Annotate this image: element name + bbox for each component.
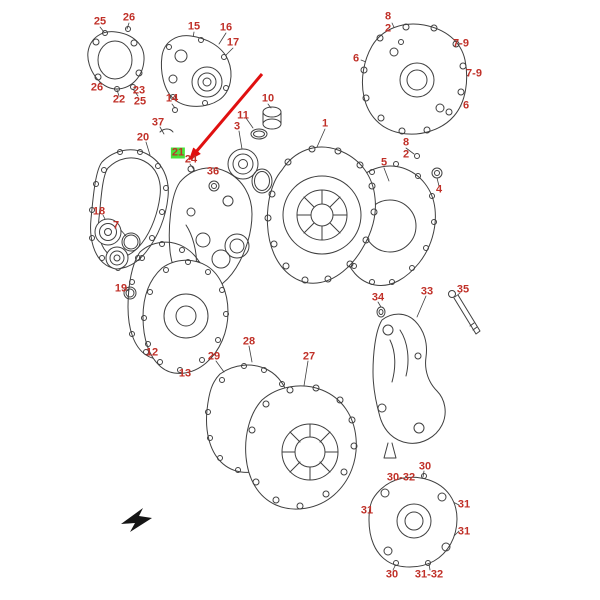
part-label-24[interactable]: 24 xyxy=(184,153,198,166)
part-label-19[interactable]: 19 xyxy=(114,282,128,295)
part-label-7-9[interactable]: 7-9 xyxy=(453,37,469,50)
part-label-8[interactable]: 8 xyxy=(402,136,410,149)
part-art-cover-30 xyxy=(368,473,458,568)
part-label-7-9[interactable]: 7-9 xyxy=(466,67,482,80)
part-label-26[interactable]: 26 xyxy=(90,81,104,94)
part-label-5[interactable]: 5 xyxy=(380,156,388,169)
part-label-30[interactable]: 30 xyxy=(418,460,432,473)
part-label-34[interactable]: 34 xyxy=(371,291,385,304)
part-label-12[interactable]: 12 xyxy=(145,346,159,359)
part-art-cover-13 xyxy=(141,259,229,374)
part-label-27[interactable]: 27 xyxy=(302,350,316,363)
part-label-6[interactable]: 6 xyxy=(462,99,470,112)
part-label-29[interactable]: 29 xyxy=(207,350,221,363)
part-art-bracket-33 xyxy=(372,290,481,459)
part-label-20[interactable]: 20 xyxy=(136,131,150,144)
part-art-gasket-20 xyxy=(89,128,174,271)
part-label-22[interactable]: 22 xyxy=(112,93,126,106)
part-label-31[interactable]: 31 xyxy=(457,525,471,538)
part-art-cap-cover-25 xyxy=(87,26,145,92)
part-label-23[interactable]: 23 xyxy=(132,84,146,97)
part-label-21[interactable]: 21 xyxy=(170,146,186,159)
part-label-31[interactable]: 31 xyxy=(360,504,374,517)
front-direction-arrow-icon xyxy=(121,508,152,532)
part-label-26[interactable]: 26 xyxy=(122,11,136,24)
part-label-30-32[interactable]: 30-32 xyxy=(386,471,416,484)
part-label-28[interactable]: 28 xyxy=(242,335,256,348)
part-label-7[interactable]: 7 xyxy=(112,219,120,232)
part-label-10[interactable]: 10 xyxy=(261,92,275,105)
part-label-31-32[interactable]: 31-32 xyxy=(414,568,444,581)
part-art-bearings-18 xyxy=(94,218,141,300)
part-art-cap-10 xyxy=(227,106,282,194)
part-label-36[interactable]: 36 xyxy=(206,165,220,178)
part-label-6[interactable]: 6 xyxy=(352,52,360,65)
part-label-25[interactable]: 25 xyxy=(93,15,107,28)
part-label-35[interactable]: 35 xyxy=(456,283,470,296)
part-label-2[interactable]: 2 xyxy=(402,148,410,161)
part-label-37[interactable]: 37 xyxy=(151,116,165,129)
part-label-18[interactable]: 18 xyxy=(92,205,106,218)
part-label-1[interactable]: 1 xyxy=(321,117,329,130)
part-label-11[interactable]: 11 xyxy=(237,109,249,122)
part-label-25[interactable]: 25 xyxy=(133,95,147,108)
part-label-14[interactable]: 14 xyxy=(165,92,179,105)
part-art-cover-6 xyxy=(360,23,468,179)
part-label-2[interactable]: 2 xyxy=(384,22,392,35)
part-label-8[interactable]: 8 xyxy=(384,10,392,23)
part-label-17[interactable]: 17 xyxy=(226,36,240,49)
part-label-13[interactable]: 13 xyxy=(178,367,192,380)
part-label-4[interactable]: 4 xyxy=(435,183,443,196)
part-label-16[interactable]: 16 xyxy=(219,21,233,34)
pointer-arrow xyxy=(188,73,264,161)
part-label-31[interactable]: 31 xyxy=(457,498,471,511)
part-label-3[interactable]: 3 xyxy=(233,120,241,133)
part-art-cover-15 xyxy=(160,35,232,113)
part-art-cover-27 xyxy=(245,384,358,510)
part-art-clutch-cover-1 xyxy=(264,145,378,284)
part-label-15[interactable]: 15 xyxy=(187,20,201,33)
part-label-30[interactable]: 30 xyxy=(385,568,399,581)
part-label-33[interactable]: 33 xyxy=(420,285,434,298)
